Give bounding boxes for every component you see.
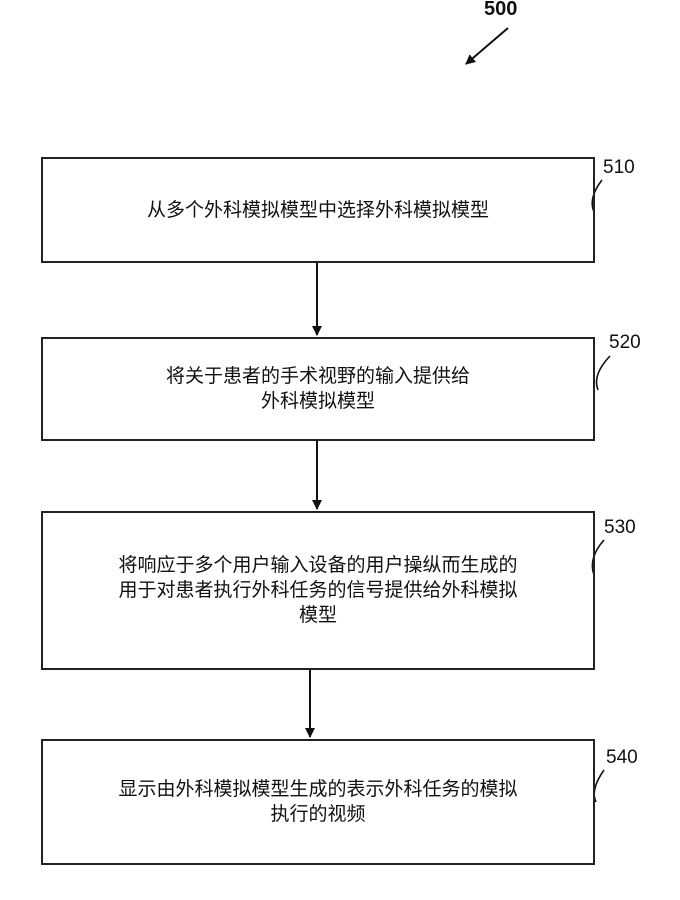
figure-number: 500 [484,0,517,21]
ref-label-510: 510 [603,157,635,179]
step-box-510: 从多个外科模拟模型中选择外科模拟模型 [41,157,595,263]
leader-540 [594,770,604,802]
step-box-530: 将响应于多个用户输入设备的用户操纵而生成的 用于对患者执行外科任务的信号提供给外… [41,511,595,670]
step-text-line: 外科模拟模型 [166,389,470,414]
step-text: 从多个外科模拟模型中选择外科模拟模型 [107,198,529,223]
ref-label-540: 540 [606,747,638,769]
step-text-line: 显示由外科模拟模型生成的表示外科任务的模拟 [118,777,517,802]
step-text-line: 用于对患者执行外科任务的信号提供给外科模拟 [118,578,517,603]
ref-label-520: 520 [609,332,641,354]
ref-label-530: 530 [604,517,636,539]
step-text-line: 将响应于多个用户输入设备的用户操纵而生成的 [118,553,517,578]
step-text: 将响应于多个用户输入设备的用户操纵而生成的 用于对患者执行外科任务的信号提供给外… [78,553,557,628]
step-text: 显示由外科模拟模型生成的表示外科任务的模拟 执行的视频 [78,777,557,827]
step-text: 将关于患者的手术视野的输入提供给 外科模拟模型 [126,364,510,414]
figure-pointer-arrow [466,28,508,64]
leader-520 [597,356,611,390]
step-text-line: 执行的视频 [118,802,517,827]
step-text-line: 模型 [118,603,517,628]
step-text-line: 从多个外科模拟模型中选择外科模拟模型 [147,198,489,223]
step-box-540: 显示由外科模拟模型生成的表示外科任务的模拟 执行的视频 [41,739,595,865]
step-text-line: 将关于患者的手术视野的输入提供给 [166,364,470,389]
step-box-520: 将关于患者的手术视野的输入提供给 外科模拟模型 [41,337,595,441]
